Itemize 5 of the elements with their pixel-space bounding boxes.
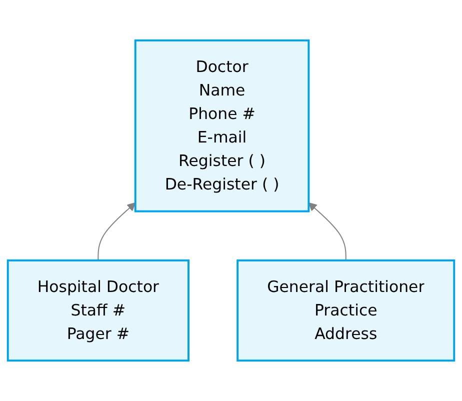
node-box: Doctor Name Phone # E-mail Register ( ) De-Register ( ): [134, 39, 310, 212]
node-box: Hospital Doctor Staff # Pager #: [6, 259, 190, 362]
node-box: General Practitioner Practice Address: [236, 259, 456, 362]
arrow: [98, 202, 136, 261]
arrow: [308, 202, 346, 261]
